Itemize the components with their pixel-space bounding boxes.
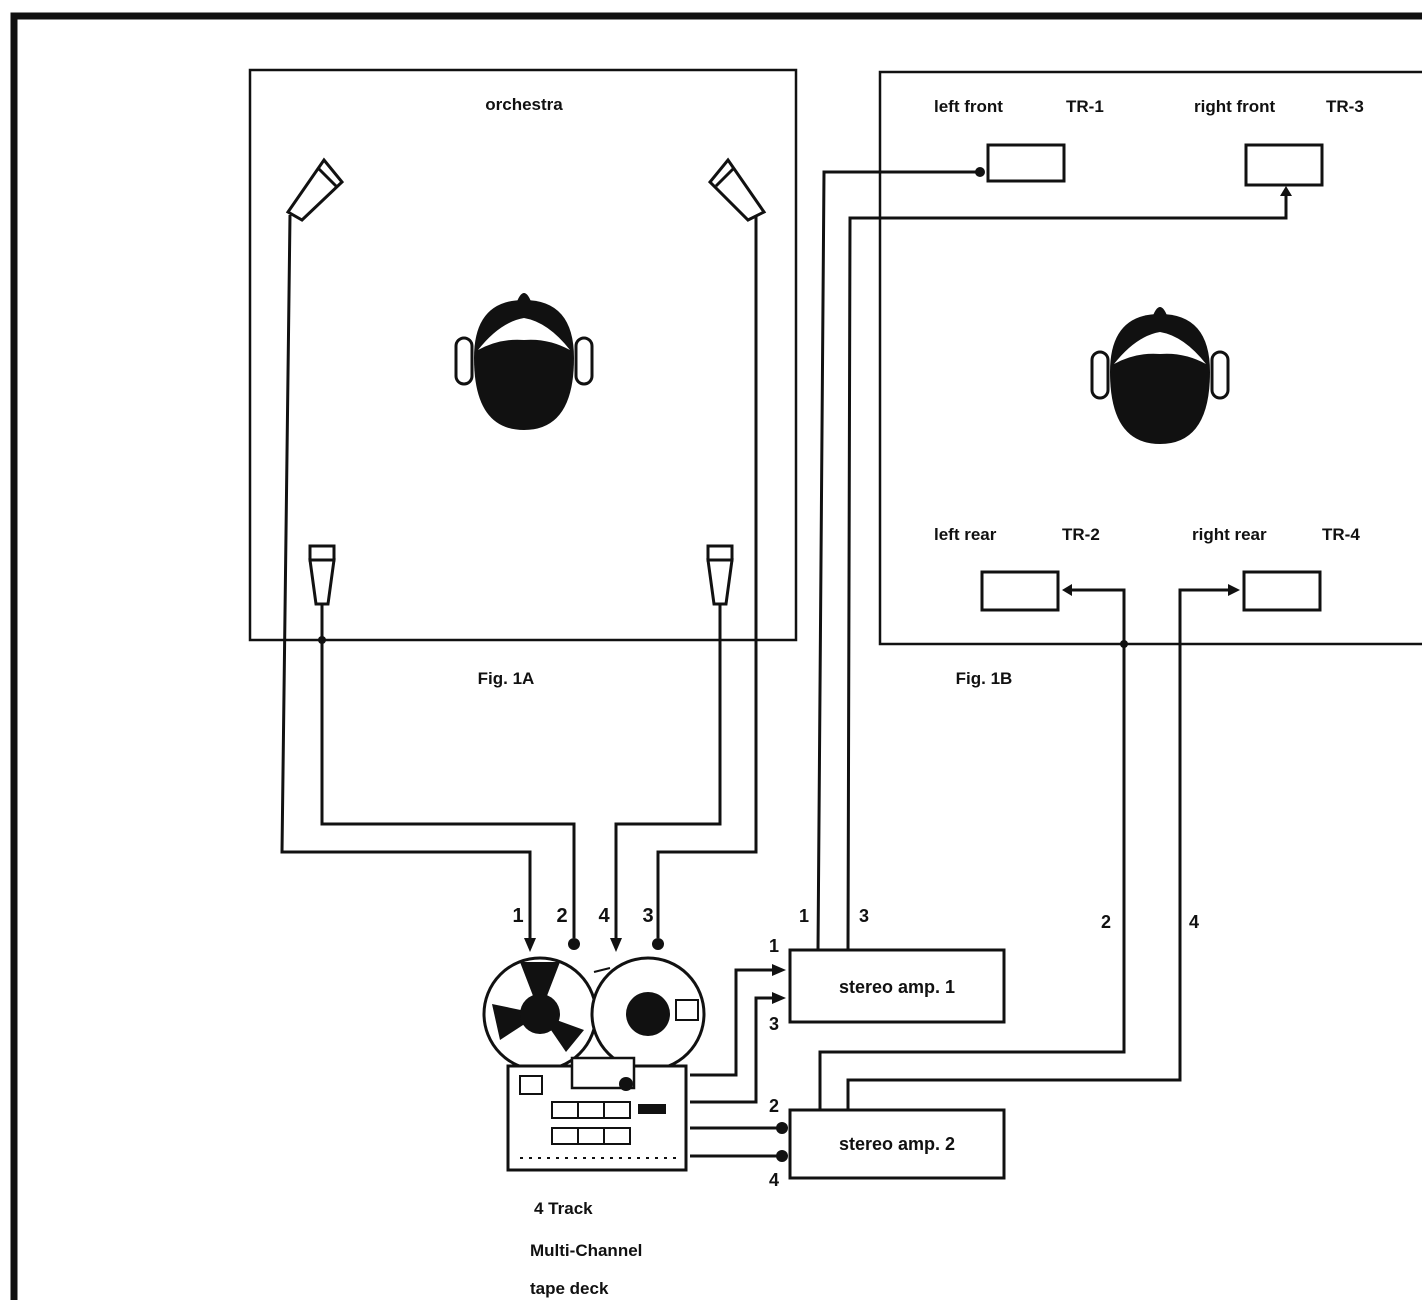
fig-b-room: left front TR-1 right front TR-3 left re… (878, 70, 1422, 688)
left-front-speaker-icon (986, 143, 1066, 183)
amp2-out-left: 2 (1101, 912, 1111, 932)
cable-rear-right-mic (614, 604, 722, 938)
cable-amp1-right-front (846, 194, 1288, 951)
stereo-amp-1: stereo amp. 1 1 3 1 3 (769, 906, 1006, 1034)
deck-caption-line-3: tape deck (530, 1279, 609, 1298)
stereo-amp-2: stereo amp. 2 2 4 2 4 (769, 912, 1199, 1190)
amp2-out-right: 4 (1189, 912, 1199, 932)
right-front-track: TR-3 (1326, 97, 1364, 116)
deck-input-4: 4 (598, 905, 610, 927)
cable-front-right-mic (656, 215, 758, 938)
orchestra-label: orchestra (485, 95, 563, 114)
left-rear-label: left rear (934, 525, 997, 544)
amp2-label: stereo amp. 2 (839, 1134, 955, 1154)
amp1-in-top: 1 (769, 936, 779, 956)
right-front-speaker-icon (1244, 143, 1324, 187)
fig-a-caption: Fig. 1A (478, 669, 535, 688)
tape-deck-icon (482, 956, 706, 1172)
right-rear-track: TR-4 (1322, 525, 1360, 544)
cable-deck-amp1-1 (690, 968, 780, 1077)
fig-b-caption: Fig. 1B (956, 669, 1013, 688)
connector-markers (318, 167, 1292, 1162)
rear-right-microphone-icon (706, 544, 734, 606)
deck-caption-line-1: 4 Track (534, 1199, 593, 1218)
amp1-label: stereo amp. 1 (839, 977, 955, 997)
cable-front-left-mic (280, 214, 532, 938)
deck-input-2: 2 (556, 905, 567, 927)
cable-amp1-left-front (816, 170, 980, 951)
cable-rear-left-mic (320, 604, 576, 938)
cable-deck-amp1-3 (690, 996, 780, 1104)
deck-input-3: 3 (642, 905, 653, 927)
left-rear-track: TR-2 (1062, 525, 1100, 544)
right-front-label: right front (1194, 97, 1276, 116)
rear-left-microphone-icon (308, 544, 336, 606)
right-rear-label: right rear (1192, 525, 1267, 544)
outer-border (10, 12, 1422, 1300)
wiring (280, 170, 1288, 1158)
amp1-in-bottom: 3 (769, 1014, 779, 1034)
listener-head-a-icon (454, 293, 594, 430)
front-right-microphone-icon (707, 157, 767, 222)
left-front-track: TR-1 (1066, 97, 1104, 116)
right-rear-speaker-icon (1242, 570, 1322, 612)
cable-amp2-left-rear (818, 588, 1126, 1110)
fig-a-room: orchestra Fig. 1A (248, 68, 798, 688)
amp1-out-right: 3 (859, 906, 869, 926)
amp1-out-left: 1 (799, 906, 809, 926)
deck-input-1: 1 (512, 905, 523, 927)
deck-caption-line-2: Multi-Channel (530, 1241, 642, 1260)
front-left-microphone-icon (285, 157, 345, 222)
left-front-label: left front (934, 97, 1003, 116)
cable-amp2-right-rear (846, 588, 1236, 1110)
left-rear-speaker-icon (980, 570, 1060, 612)
listener-head-b-icon (1090, 307, 1230, 444)
amp2-in-bottom: 4 (769, 1170, 779, 1190)
amp2-in-top: 2 (769, 1096, 779, 1116)
